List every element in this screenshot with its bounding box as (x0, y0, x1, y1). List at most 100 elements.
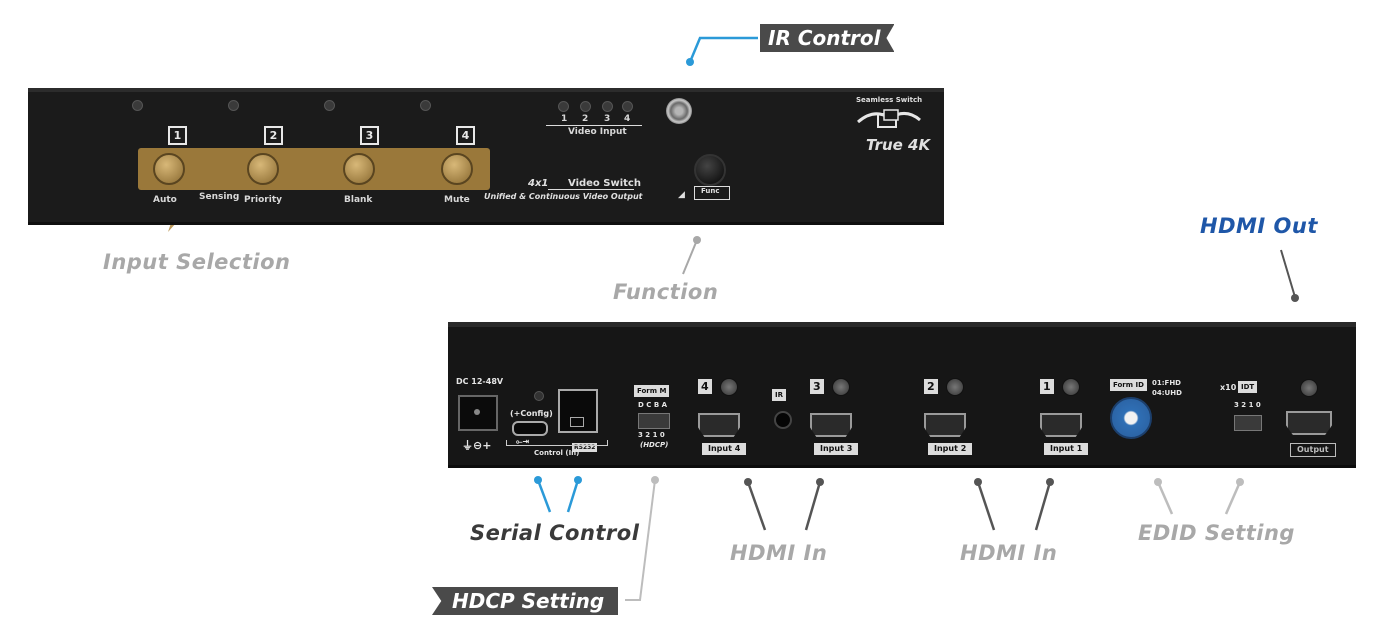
video-input-led-2 (580, 101, 591, 112)
ir-jack[interactable] (774, 411, 792, 429)
input-2-label: Input 2 (928, 443, 973, 455)
input-button-2[interactable] (247, 153, 279, 185)
edid-dip-switch[interactable] (1234, 415, 1262, 431)
function-label: Function (613, 280, 719, 304)
serial-control-dot-2 (574, 476, 582, 484)
hdmi-in-a-dot-1 (744, 478, 752, 486)
hdmi-input-2-port[interactable] (924, 413, 966, 437)
control-bracket (506, 440, 608, 446)
video-input-divider (546, 125, 642, 126)
input-4-label: Input 4 (702, 443, 747, 455)
video-input-num-2: 2 (582, 114, 589, 124)
front-panel: 1 2 3 4 Auto Sensing Priority Blank Mute… (28, 88, 944, 225)
sensing-label: Sensing (199, 192, 240, 202)
button-label-auto: Auto (153, 195, 177, 205)
video-input-label: Video Input (568, 127, 627, 137)
hdmi-in-a-leader-1 (746, 481, 767, 531)
form-id-label: Form ID (1110, 379, 1147, 391)
front-led-2 (228, 100, 239, 111)
ir-jack-label: IR (772, 389, 786, 401)
dc-label: DC 12-48V (456, 377, 504, 386)
input-selection-highlight (138, 148, 490, 190)
front-led-4 (420, 100, 431, 111)
form-m-label: Form M (634, 385, 670, 397)
ir-control-banner: IR Control (760, 24, 895, 52)
hdmi-output-port[interactable] (1286, 411, 1332, 435)
rj45-port[interactable] (558, 389, 598, 433)
rj45-clip (570, 417, 584, 427)
function-leader (682, 239, 698, 275)
button-number-1: 1 (168, 126, 187, 145)
edid-setting-label: EDID Setting (1138, 521, 1295, 545)
rs232-badge: RS232 (572, 443, 598, 452)
input-button-1[interactable] (153, 153, 185, 185)
brand-top: Seamless Switch (856, 96, 923, 104)
serial-control-leader-1 (536, 479, 552, 513)
button-label-mute: Mute (444, 195, 470, 205)
hdmi-out-dot (1291, 294, 1299, 302)
func-arrow-icon: ◢ (678, 190, 685, 200)
video-input-led-4 (622, 101, 633, 112)
input-2-screw (946, 378, 964, 396)
output-label: Output (1290, 443, 1336, 457)
config-led (534, 391, 544, 401)
edid-rotary-switch[interactable] (1110, 397, 1152, 439)
model-underline (548, 189, 634, 190)
serial-control-label: Serial Control (470, 521, 640, 545)
ir-control-dot (686, 58, 694, 66)
hdmi-in-label-a: HDMI In (730, 541, 828, 565)
button-label-priority: Priority (244, 195, 282, 205)
edid-setting-dot-1 (1154, 478, 1162, 486)
dc-pin (474, 409, 480, 415)
fhd-label: 01:FHD (1152, 379, 1181, 387)
input-1-screw (1062, 378, 1080, 396)
button-label-blank: Blank (344, 195, 373, 205)
hdmi-input-4-port[interactable] (698, 413, 740, 437)
hdmi-input-3-port[interactable] (810, 413, 852, 437)
hdcp-setting-dot (651, 476, 659, 484)
ir-control-leader (688, 36, 758, 63)
edid-setting-dot-2 (1236, 478, 1244, 486)
brand-main: True 4K (866, 136, 931, 154)
ir-sensor-window (666, 98, 692, 124)
hdcp-setting-banner: HDCP Setting (432, 587, 619, 615)
x10-label: x10 (1220, 383, 1237, 392)
hdcp-dip-letters: D C B A (638, 401, 668, 409)
function-dot (693, 236, 701, 244)
model-prefix: 4x1 (528, 178, 549, 189)
polarity-icon: ⏚⊖+ (462, 439, 492, 452)
hdmi-in-b-leader-2 (1034, 481, 1052, 531)
button-number-3: 3 (360, 126, 379, 145)
idt-label: IDT (1238, 381, 1258, 393)
hdmi-in-b-leader-1 (976, 481, 996, 531)
input-3-screw (832, 378, 850, 396)
function-button[interactable] (694, 154, 726, 186)
video-input-num-3: 3 (604, 114, 611, 124)
control-label: Control (In) (534, 449, 580, 457)
button-number-2: 2 (264, 126, 283, 145)
model-name: Video Switch (568, 178, 641, 189)
model-tagline: Unified & Continuous Video Output (484, 192, 643, 201)
uhd-label: 04:UHD (1152, 389, 1182, 397)
usb-icon: ⟜⇥ (516, 437, 530, 446)
hdmi-out-leader (1280, 249, 1296, 298)
dc-power-jack[interactable] (458, 395, 498, 431)
edid-setting-leader-1 (1156, 481, 1174, 515)
video-input-led-3 (602, 101, 613, 112)
video-input-num-1: 1 (561, 114, 568, 124)
hdmi-in-label-b: HDMI In (960, 541, 1058, 565)
input-button-4[interactable] (441, 153, 473, 185)
input-4-screw (720, 378, 738, 396)
edid-dip-numbers: 3 2 1 0 (1234, 401, 1261, 409)
button-number-4: 4 (456, 126, 475, 145)
output-screw (1300, 379, 1318, 397)
usb-c-port[interactable] (512, 421, 548, 436)
hdcp-dip-switch[interactable] (638, 413, 670, 429)
input-3-label: Input 3 (814, 443, 859, 455)
input-2-number: 2 (924, 379, 938, 394)
input-button-3[interactable] (343, 153, 375, 185)
hdcp-setting-leader (625, 479, 656, 601)
hdmi-input-1-port[interactable] (1040, 413, 1082, 437)
input-1-label: Input 1 (1044, 443, 1089, 455)
hdcp-dip-numbers: 3 2 1 0 (638, 431, 665, 439)
